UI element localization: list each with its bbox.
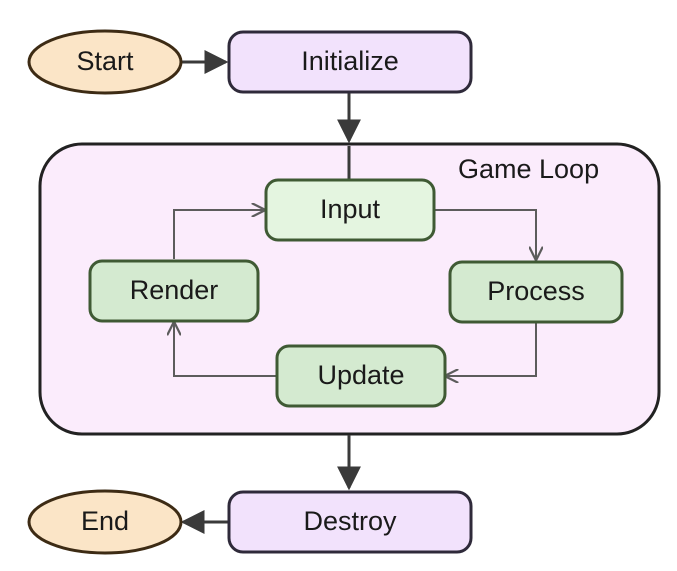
node-update: Update [275,344,447,408]
render-shape [88,259,260,323]
node-input: Input [264,178,436,242]
destroy-label: Destroy [303,506,397,536]
edge-input-process [434,209,536,259]
start-shape [27,29,183,95]
update-shape [275,344,447,408]
update-label: Update [317,360,404,390]
node-render: Render [88,259,260,323]
initialize-label: Initialize [301,46,399,76]
edge-process-update [446,322,537,376]
edge-update-render [174,323,277,377]
initialize-shape [227,30,473,94]
game-loop-label: Game Loop [458,154,599,184]
node-destroy: Destroy [227,490,473,554]
process-shape [448,260,624,324]
end-label: End [81,506,129,536]
node-process: Process [448,260,624,324]
render-label: Render [130,275,219,305]
end-shape [27,489,183,555]
edge-render-input [173,210,264,259]
node-start: Start [27,29,183,95]
destroy-shape [227,490,473,554]
game-loop-group: Game Loop [38,142,661,436]
input-shape [264,178,436,242]
node-initialize: Initialize [227,30,473,94]
input-label: Input [320,194,381,224]
node-end: End [27,489,183,555]
start-label: Start [76,46,134,76]
process-label: Process [487,276,585,306]
game-loop-container [38,142,661,436]
